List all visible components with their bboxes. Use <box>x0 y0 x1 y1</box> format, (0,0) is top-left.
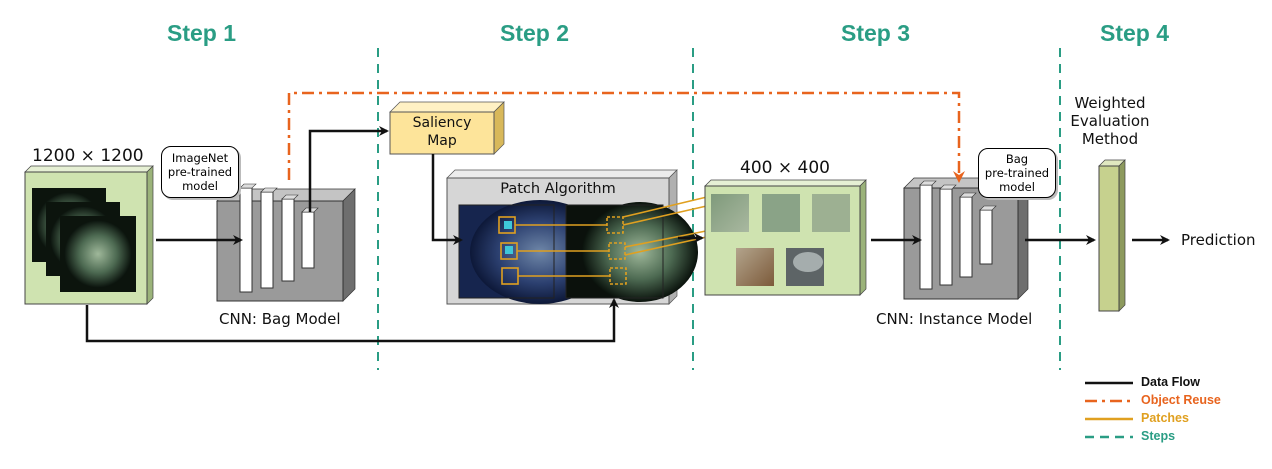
cnn-bag-model <box>216 183 356 302</box>
weighted-evaluation-label: Weighted Evaluation Method <box>1060 94 1160 148</box>
step-3-title: Step 3 <box>841 20 911 46</box>
prediction-label: Prediction <box>1181 231 1256 249</box>
legend-data-flow: Data Flow <box>1141 375 1201 389</box>
cnn-bag-label: CNN: Bag Model <box>219 310 341 328</box>
legend-object-reuse: Object Reuse <box>1141 393 1221 407</box>
imagenet-callout: ImageNet pre-trained model <box>161 146 239 198</box>
object-reuse-arrow <box>287 91 965 183</box>
imagenet-line-2: pre-trained <box>167 165 233 179</box>
imagenet-line-3: model <box>182 179 218 193</box>
bag-pretrained-callout: Bag pre-trained model <box>978 148 1056 198</box>
patches-panel <box>704 179 867 296</box>
imagenet-line-1: ImageNet <box>171 151 229 165</box>
cnn-instance-model <box>903 177 1029 300</box>
input-image-panel <box>24 165 154 305</box>
bag-line-3: model <box>999 180 1035 194</box>
weighted-line-1: Weighted <box>1074 94 1146 112</box>
step-4-title: Step 4 <box>1100 20 1170 46</box>
bag-line-2: pre-trained <box>984 166 1050 180</box>
weighted-line-3: Method <box>1081 130 1139 148</box>
step-2-title: Step 2 <box>500 20 570 46</box>
input-size-label: 1200 × 1200 <box>32 146 144 166</box>
data-flow-arrows <box>85 126 1170 343</box>
saliency-line-1: Saliency <box>412 115 472 131</box>
legend-lines <box>1085 381 1133 439</box>
patch-algorithm-box <box>446 169 698 305</box>
weighted-evaluation-bar <box>1098 159 1126 312</box>
saliency-map-box <box>389 101 505 155</box>
patch-size-label: 400 × 400 <box>740 158 830 178</box>
legend-patches: Patches <box>1141 411 1189 425</box>
legend-steps: Steps <box>1141 429 1176 443</box>
saliency-map-label: Saliency Map <box>390 114 494 150</box>
cnn-instance-label: CNN: Instance Model <box>876 310 1033 328</box>
step-1-title: Step 1 <box>167 20 237 46</box>
patch-markers <box>498 195 712 285</box>
saliency-line-2: Map <box>427 133 457 149</box>
bag-line-1: Bag <box>1005 152 1029 166</box>
patch-algorithm-label: Patch Algorithm <box>500 181 616 197</box>
weighted-line-2: Evaluation <box>1070 112 1150 130</box>
